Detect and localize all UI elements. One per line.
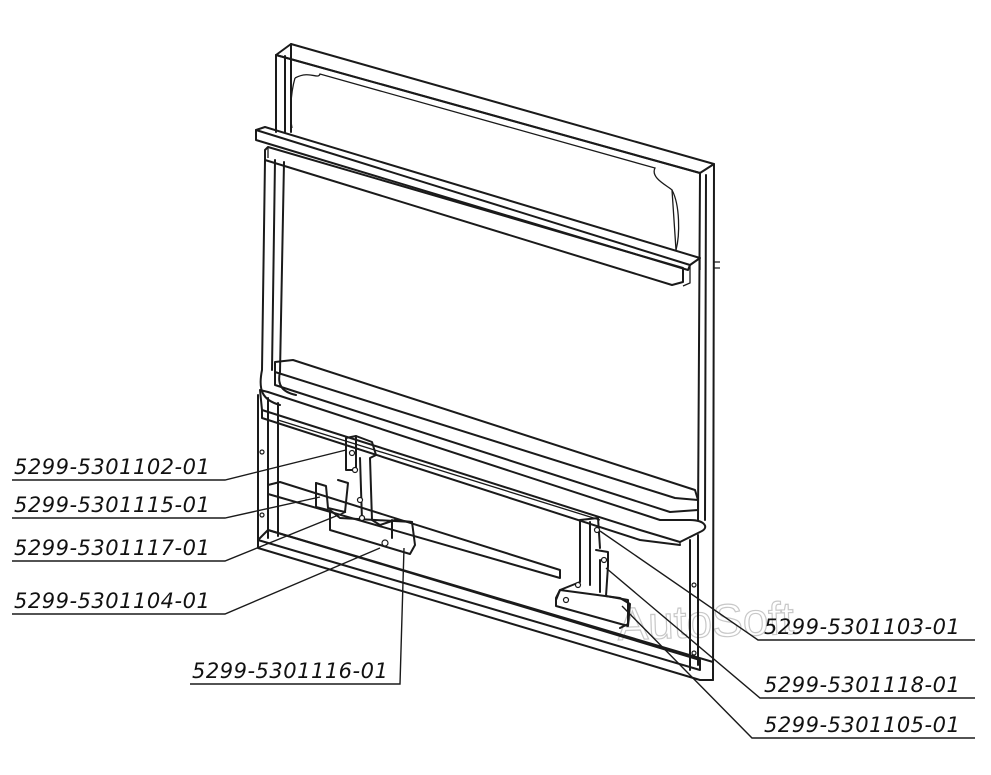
part-label-5301105: 5299-5301105-01 [764, 713, 960, 737]
leader-5301118 [605, 567, 975, 699]
part-label-5301104: 5299-5301104-01 [14, 589, 210, 613]
leader-5301116 [190, 547, 405, 685]
leader-5301117 [12, 511, 347, 562]
part-labels: 5299-5301102-01 5299-5301115-01 5299-530… [14, 455, 960, 737]
seat-back-frame [255, 43, 720, 681]
part-label-5301117: 5299-5301117-01 [14, 536, 210, 560]
part-label-5301115: 5299-5301115-01 [14, 493, 210, 517]
part-label-5301102: 5299-5301102-01 [14, 455, 210, 479]
part-label-5301116: 5299-5301116-01 [192, 659, 388, 683]
leader-5301102 [12, 449, 347, 481]
leader-lines [12, 449, 975, 739]
leader-5301104 [12, 547, 381, 615]
leader-5301115 [12, 496, 321, 519]
left-mount-brackets [315, 435, 416, 555]
part-label-5301118: 5299-5301118-01 [764, 673, 960, 697]
leader-5301105 [621, 605, 975, 739]
right-mount-brackets [555, 517, 631, 629]
leader-5301103 [599, 530, 975, 641]
part-label-5301103: 5299-5301103-01 [764, 615, 960, 639]
